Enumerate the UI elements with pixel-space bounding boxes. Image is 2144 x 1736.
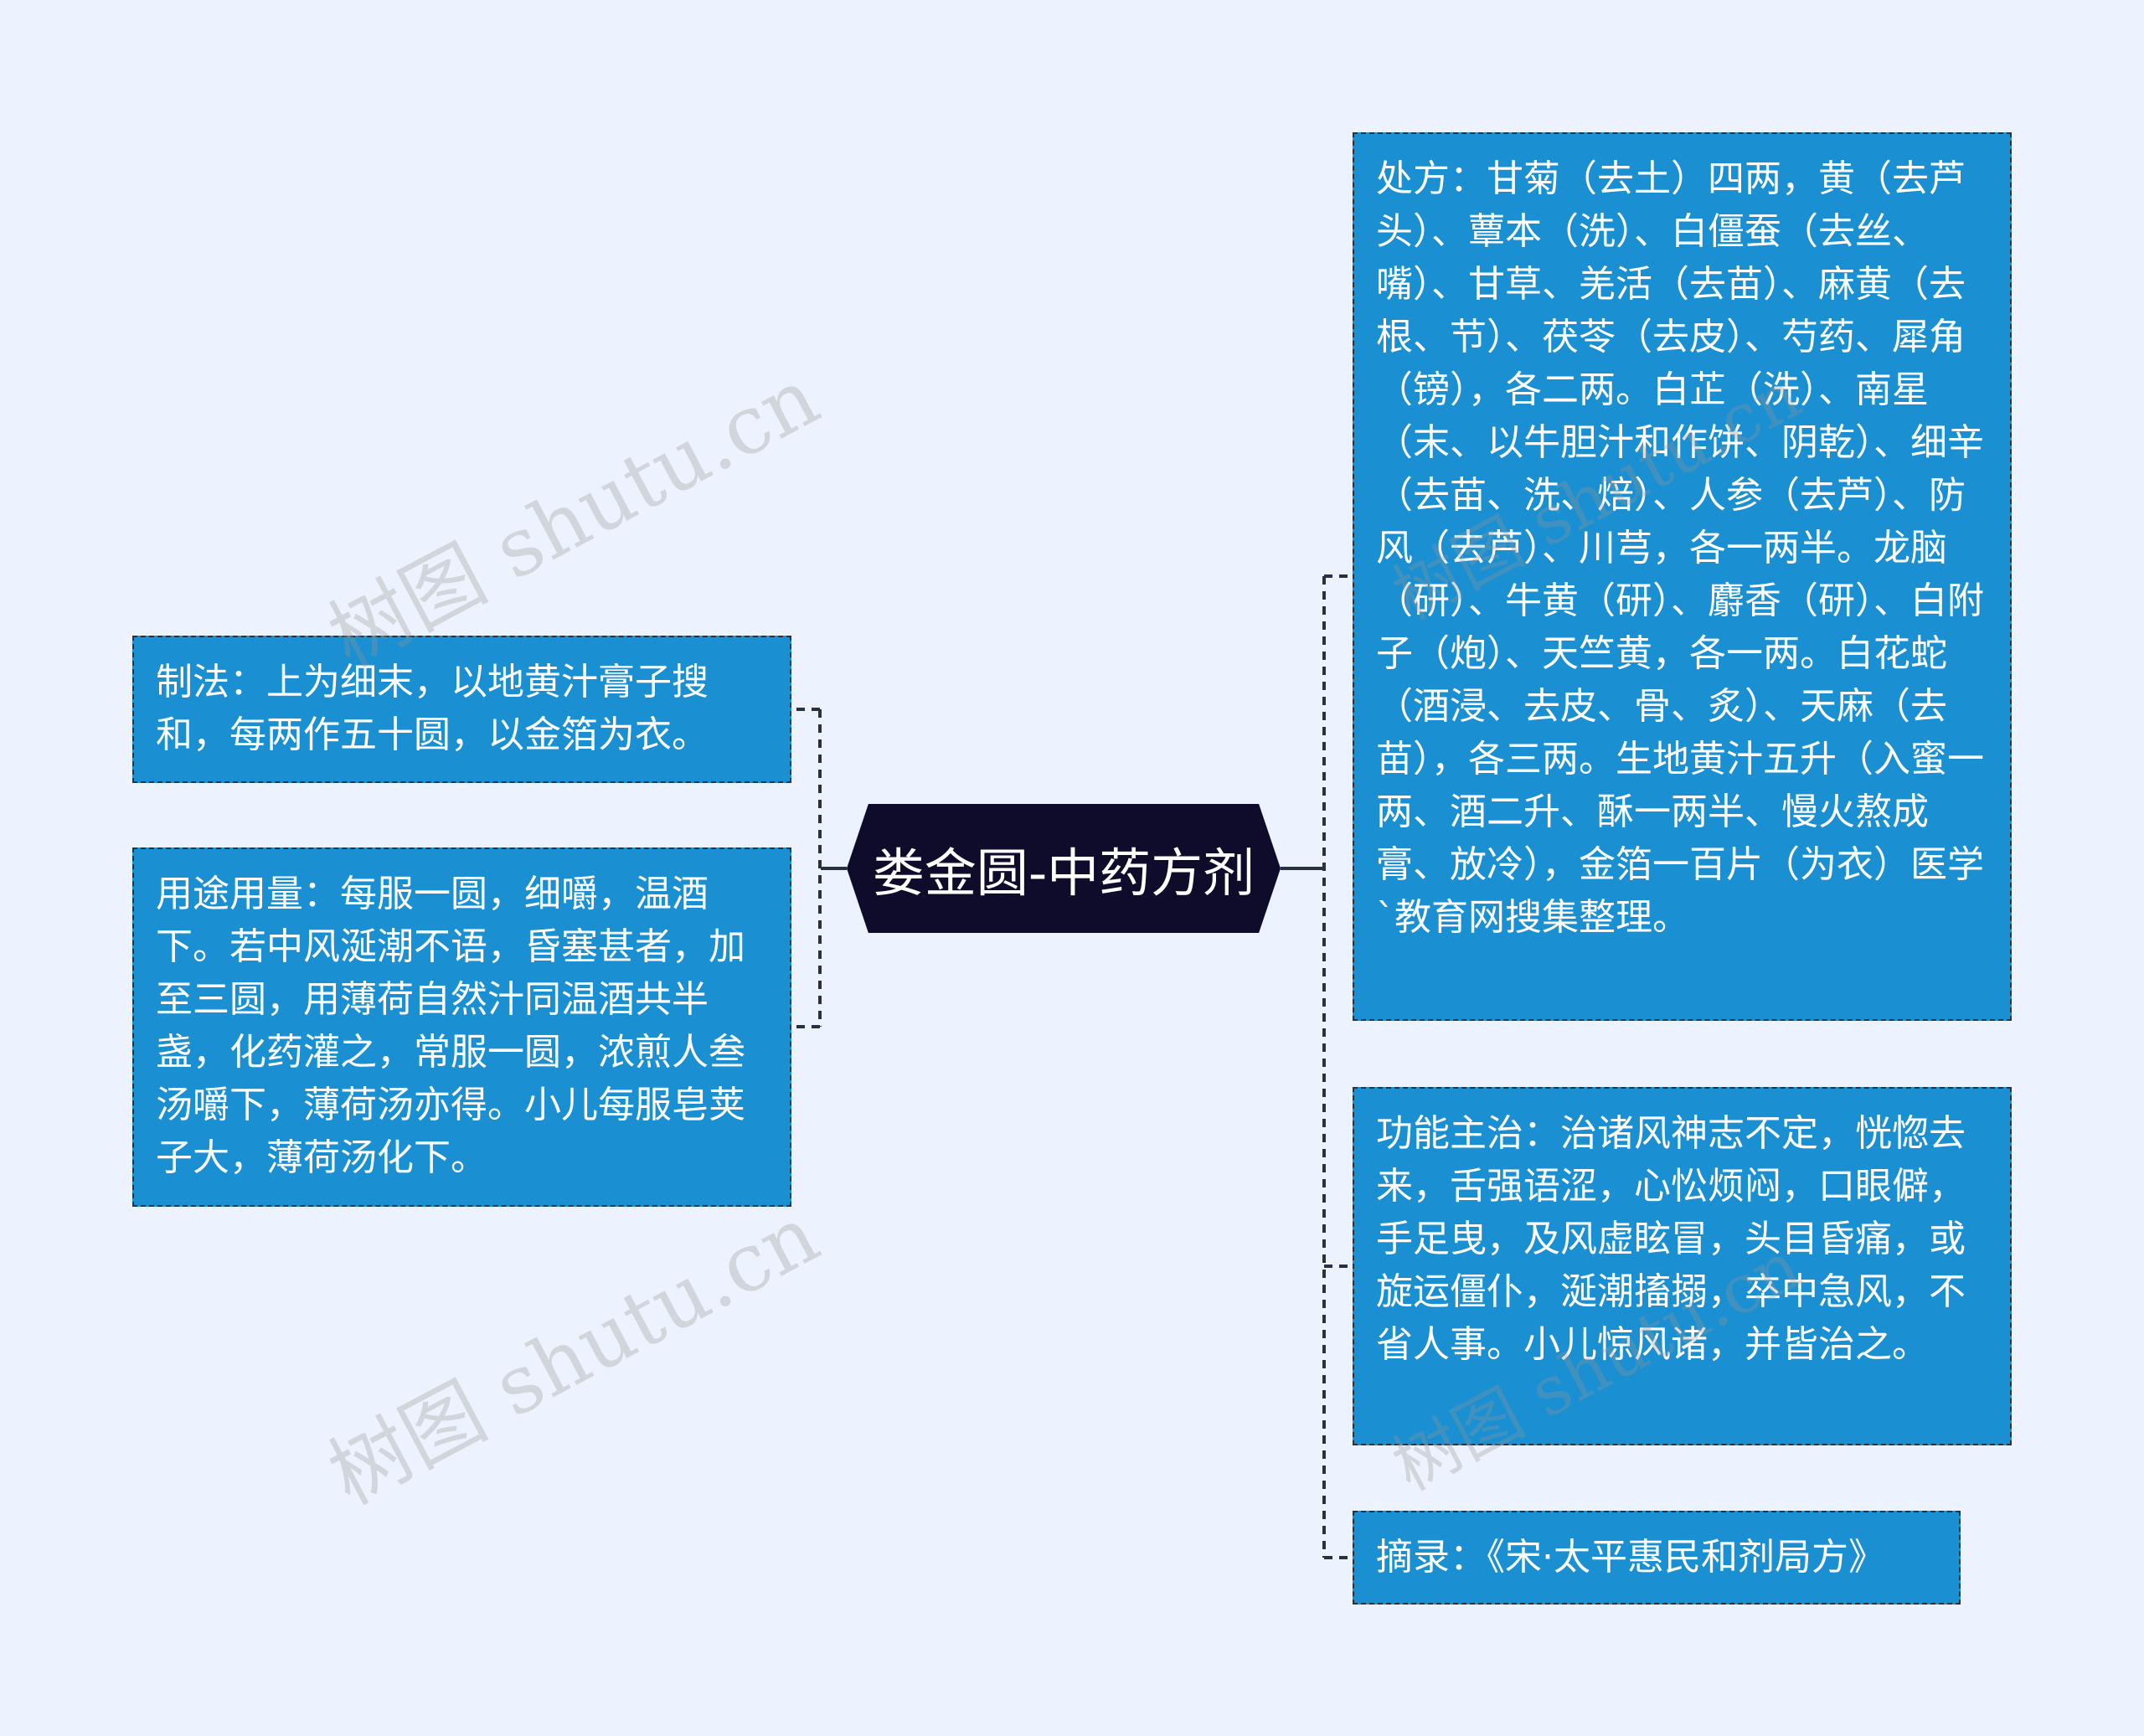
topic-card-usage-dosage[interactable]: 用途用量：每服一圆，细嚼，温酒下。若中风涎潮不语，昏塞甚者，加至三圆，用薄荷自然… [132, 847, 791, 1207]
topic-card-text: 功能主治：治诸风神志不定，恍惚去来，舌强语涩，心忪烦闷，口眼僻，手足曳，及风虚眩… [1376, 1112, 1966, 1366]
topic-card-text: 制法：上为细末，以地黄汁膏子搜和，每两作五十圆，以金箔为衣。 [156, 661, 709, 756]
central-topic-title: 娄金圆-中药方剂 [872, 842, 1255, 904]
topic-card-preparation[interactable]: 制法：上为细末，以地黄汁膏子搜和，每两作五十圆，以金箔为衣。 [132, 636, 791, 783]
topic-card-text: 摘录：《宋·太平惠民和剂局方》 [1376, 1536, 1885, 1579]
topic-card-source[interactable]: 摘录：《宋·太平惠民和剂局方》 [1353, 1511, 1961, 1605]
topic-card-text: 用途用量：每服一圆，细嚼，温酒下。若中风涎潮不语，昏塞甚者，加至三圆，用薄荷自然… [156, 873, 745, 1179]
topic-card-indications[interactable]: 功能主治：治诸风神志不定，恍惚去来，舌强语涩，心忪烦闷，口眼僻，手足曳，及风虚眩… [1353, 1087, 2012, 1445]
central-topic-node[interactable]: 娄金圆-中药方剂 [847, 804, 1281, 933]
topic-card-prescription[interactable]: 处方：甘菊（去土）四两，黄（去芦头）、蕈本（洗）、白僵蚕（去丝、嘴）、甘草、羌活… [1353, 132, 2012, 1021]
topic-card-text: 处方：甘菊（去土）四两，黄（去芦头）、蕈本（洗）、白僵蚕（去丝、嘴）、甘草、羌活… [1376, 157, 1984, 939]
